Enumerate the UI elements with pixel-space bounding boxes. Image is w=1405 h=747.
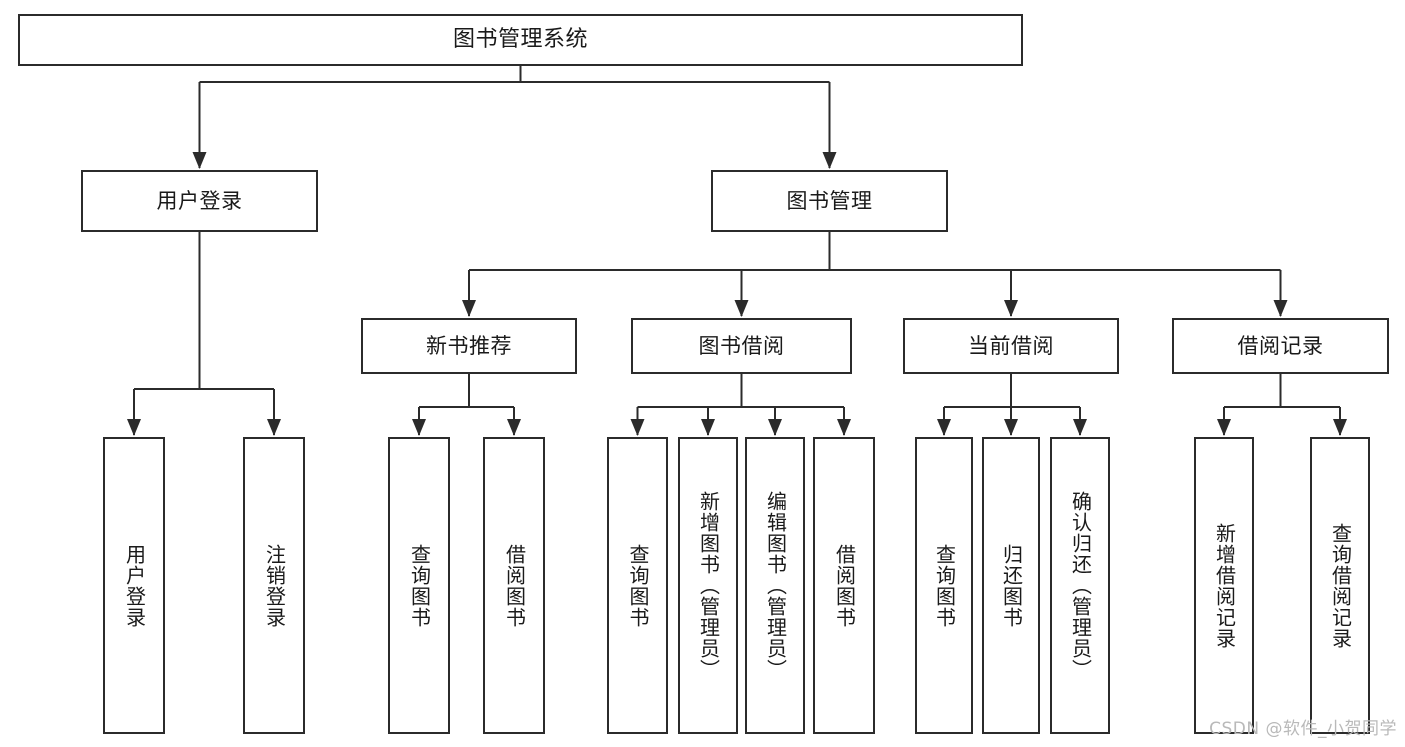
node-label: 用户登录: [156, 188, 243, 213]
node-label: 新书推荐: [426, 333, 512, 358]
node-leaf-query-record[interactable]: 查询借阅记录: [1310, 437, 1370, 734]
node-leaf-logout[interactable]: 注销登录: [243, 437, 305, 734]
node-leaf-confirm-return[interactable]: 确认归还（管理员）: [1050, 437, 1110, 734]
node-label: 查询图书: [626, 543, 650, 628]
node-label: 查询图书: [407, 543, 432, 628]
node-user-login[interactable]: 用户登录: [81, 170, 318, 232]
node-label: 注销登录: [262, 543, 287, 628]
node-leaf-query-book-3[interactable]: 查询图书: [915, 437, 973, 734]
node-label: 查询借阅记录: [1328, 522, 1353, 649]
node-label: 图书管理: [786, 188, 873, 213]
node-leaf-borrow-book-1[interactable]: 借阅图书: [483, 437, 545, 734]
node-leaf-borrow-book-2[interactable]: 借阅图书: [813, 437, 875, 734]
node-root[interactable]: 图书管理系统: [18, 14, 1023, 66]
node-book-borrow[interactable]: 图书借阅: [631, 318, 852, 374]
node-label: 图书管理系统: [452, 27, 588, 53]
node-leaf-add-record[interactable]: 新增借阅记录: [1194, 437, 1254, 734]
node-leaf-query-book-2[interactable]: 查询图书: [607, 437, 668, 734]
node-new-book-rec[interactable]: 新书推荐: [361, 318, 577, 374]
node-label: 借阅图书: [502, 543, 527, 628]
watermark: CSDN @软件_小贺同学: [1209, 719, 1397, 739]
node-leaf-add-book[interactable]: 新增图书（管理员）: [678, 437, 738, 734]
node-label: 归还图书: [999, 543, 1024, 628]
node-leaf-edit-book[interactable]: 编辑图书（管理员）: [745, 437, 805, 734]
node-leaf-return-book[interactable]: 归还图书: [982, 437, 1040, 734]
node-label: 新增借阅记录: [1212, 522, 1237, 649]
node-label: 借阅记录: [1237, 333, 1324, 358]
node-label: 新增图书（管理员）: [696, 491, 721, 680]
node-label: 借阅图书: [832, 543, 857, 628]
node-book-manage[interactable]: 图书管理: [711, 170, 948, 232]
node-label: 确认归还（管理员）: [1068, 491, 1093, 680]
node-leaf-user-login[interactable]: 用户登录: [103, 437, 165, 734]
node-label: 编辑图书（管理员）: [763, 491, 788, 680]
node-current-borrow[interactable]: 当前借阅: [903, 318, 1119, 374]
node-label: 当前借阅: [968, 333, 1054, 358]
node-leaf-query-book-1[interactable]: 查询图书: [388, 437, 450, 734]
node-borrow-record[interactable]: 借阅记录: [1172, 318, 1389, 374]
node-label: 用户登录: [122, 543, 147, 628]
node-label: 查询图书: [932, 543, 957, 628]
node-label: 图书借阅: [698, 333, 785, 358]
